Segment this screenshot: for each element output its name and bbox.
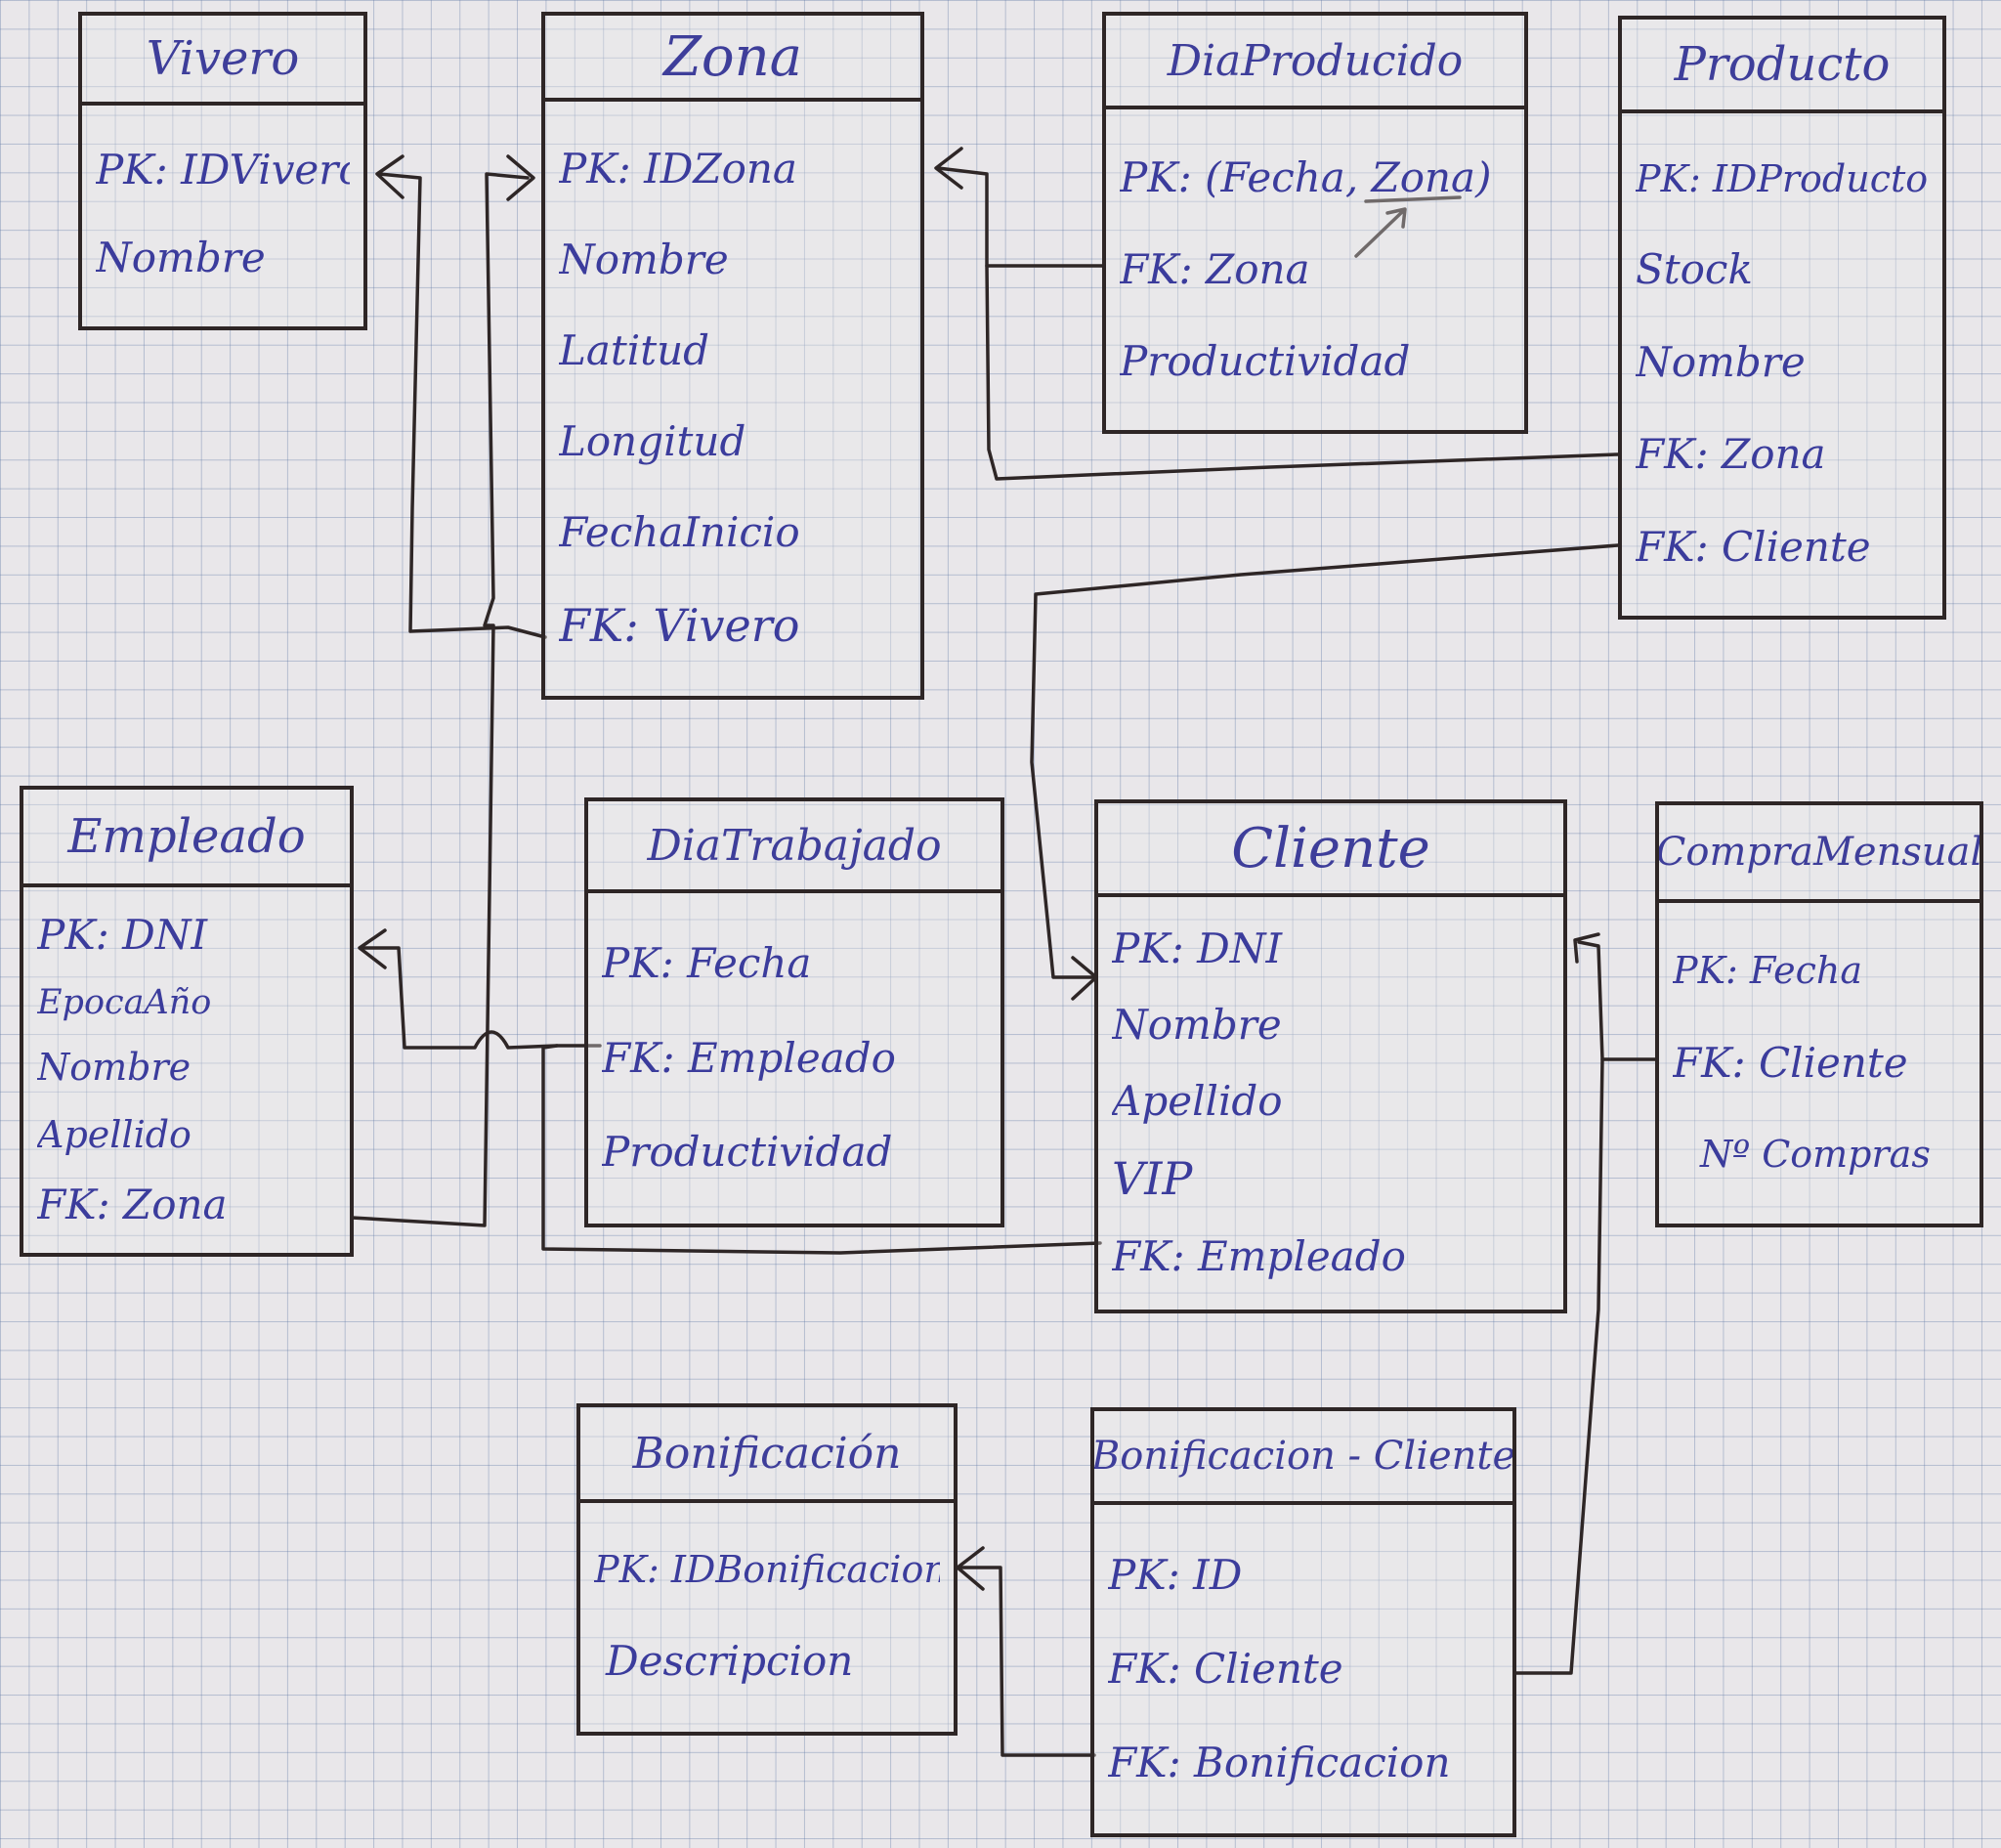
arrowhead-zona-from-empleado (506, 154, 535, 201)
attribute-pk: PK: DNI (1112, 925, 1283, 973)
attribute-list: PK: IDProducto Stock Nombre FK: Zona FK:… (1622, 113, 1942, 616)
attribute-fk: FK: Cliente (1636, 523, 1871, 571)
attribute: Productividad (602, 1129, 893, 1177)
entity-title: Producto (1622, 20, 1942, 113)
entity-title: DiaTrabajado (588, 801, 1000, 893)
arrowhead-bonificacion (956, 1546, 985, 1591)
attribute-pk: PK: IDBonificacion (594, 1549, 940, 1592)
attribute: Nº Compras (1700, 1134, 1931, 1177)
arrowhead-cliente-from-compramensual (1573, 932, 1600, 964)
entity-title: Zona (545, 16, 920, 102)
attribute-pk: PK: (Fecha, Zona) (1120, 153, 1492, 201)
attribute: Apellido (1112, 1077, 1283, 1125)
entity-diaproducido: DiaProducido PK: (Fecha, Zona) FK: Zona … (1102, 12, 1528, 434)
attribute: Nombre (1636, 338, 1806, 386)
entity-title: Vivero (82, 16, 363, 106)
attribute-pk: PK: IDProducto (1636, 158, 1929, 201)
attribute-list: PK: DNI Nombre Apellido VIP FK: Empleado (1098, 897, 1563, 1310)
attribute: FechaInicio (559, 509, 800, 557)
entity-compramensual: CompraMensual PK: Fecha FK: Cliente Nº C… (1655, 801, 1983, 1227)
attribute-fk: FK: Vivero (559, 600, 800, 653)
connector-empleado-zona (350, 172, 530, 1227)
entity-title: Bonificacion - Cliente (1094, 1411, 1512, 1505)
attribute-pk: PK: IDZona (559, 145, 797, 193)
attribute: EpocaAño (37, 983, 212, 1023)
entity-diatrabajado: DiaTrabajado PK: Fecha FK: Empleado Prod… (584, 797, 1004, 1227)
entity-vivero: Vivero PK: IDVivero Nombre (78, 12, 367, 330)
connector-diaproducido-zona (936, 166, 1106, 268)
attribute-list: PK: IDVivero Nombre (82, 106, 363, 322)
entity-empleado: Empleado PK: DNI EpocaAño Nombre Apellid… (20, 786, 354, 1257)
attribute: Stock (1636, 246, 1753, 294)
entity-title: Bonificación (580, 1407, 954, 1503)
entity-bonificacion-cliente: Bonificacion - Cliente PK: ID FK: Client… (1090, 1407, 1516, 1837)
attribute-list: PK: ID FK: Cliente FK: Bonificacion (1094, 1505, 1512, 1833)
entity-title: CompraMensual (1659, 805, 1980, 903)
attribute: Nombre (96, 234, 266, 281)
attribute-fk: FK: Empleado (1112, 1233, 1406, 1281)
entity-producto: Producto PK: IDProducto Stock Nombre FK:… (1618, 16, 1946, 620)
attribute-list: PK: (Fecha, Zona) FK: Zona Productividad (1106, 109, 1524, 430)
connector-diatrabajado-empleado (360, 946, 602, 1050)
entity-title: Cliente (1098, 803, 1563, 897)
attribute: Nombre (559, 236, 729, 283)
connector-bonificacioncliente-bonificacion (958, 1566, 1096, 1757)
attribute-pk: PK: Fecha (1673, 950, 1863, 993)
attribute: Latitud (559, 326, 710, 374)
attribute-pk: PK: IDVivero (96, 146, 350, 193)
connector-compramensual-cliente (1577, 940, 1659, 1061)
arrowhead-vivero (375, 154, 404, 199)
attribute-fk: FK: Cliente (1673, 1039, 1908, 1087)
attribute-pk: PK: Fecha (602, 940, 812, 988)
attribute-fk: FK: Bonificacion (1108, 1739, 1451, 1786)
attribute-pk: PK: ID (1108, 1551, 1243, 1599)
attribute: Longitud (559, 418, 746, 466)
connector-zona-vivero (377, 172, 547, 639)
attribute-fk: FK: Zona (1120, 245, 1310, 293)
attribute-pk: PK: DNI (37, 911, 208, 959)
arrowhead-cliente-from-producto (1071, 956, 1098, 1001)
attribute: VIP (1112, 1153, 1193, 1206)
attribute-list: PK: Fecha FK: Cliente Nº Compras (1659, 903, 1980, 1224)
arrowhead-zona-from-diaproducido (934, 147, 963, 190)
entity-zona: Zona PK: IDZona Nombre Latitud Longitud … (541, 12, 924, 700)
entity-cliente: Cliente PK: DNI Nombre Apellido VIP FK: … (1094, 799, 1567, 1313)
entity-bonificacion: Bonificación PK: IDBonificacion Descripc… (576, 1403, 958, 1736)
arrowhead-empleado (358, 928, 387, 969)
attribute: Nombre (37, 1047, 192, 1090)
entity-title: DiaProducido (1106, 16, 1524, 109)
attribute-list: PK: IDBonificacion Descripcion (580, 1503, 954, 1732)
attribute: Nombre (1112, 1001, 1282, 1049)
attribute: Apellido (37, 1114, 192, 1157)
attribute-fk: FK: Cliente (1108, 1645, 1343, 1693)
attribute-list: PK: Fecha FK: Empleado Productividad (588, 893, 1000, 1224)
attribute-fk: FK: Empleado (602, 1034, 896, 1082)
attribute: Descripcion (606, 1638, 854, 1686)
attribute-fk: FK: Zona (1636, 431, 1826, 479)
attribute: Productividad (1120, 337, 1411, 385)
entity-title: Empleado (23, 790, 350, 887)
attribute-list: PK: IDZona Nombre Latitud Longitud Fecha… (545, 102, 920, 696)
attribute-fk: FK: Zona (37, 1181, 228, 1228)
attribute-list: PK: DNI EpocaAño Nombre Apellido FK: Zon… (23, 887, 350, 1253)
